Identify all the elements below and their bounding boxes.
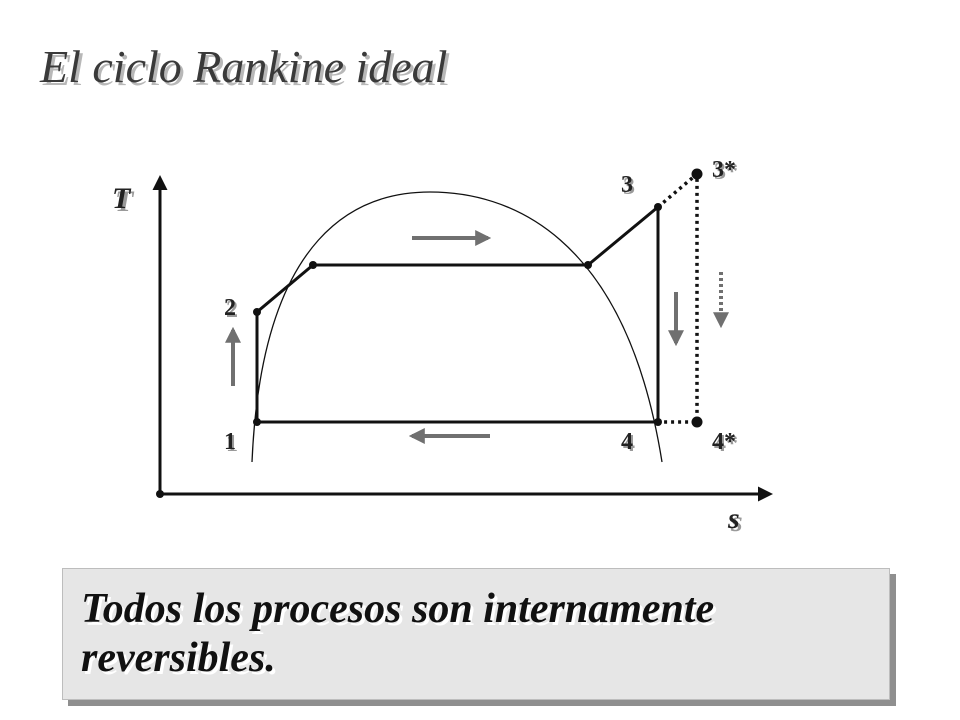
alt-cycle-path [656,170,699,424]
saturation-dome [251,191,663,463]
state-label-1-shadow: 1 [226,431,238,457]
state-label-1: 1 [224,429,236,455]
state-label-2-shadow: 2 [226,297,238,323]
state-label-3: 3 [621,172,633,198]
state-label-3-shadow: 3 [623,174,635,200]
state-label-3star-shadow: 3* [714,159,738,185]
state-label-4star: 4* [712,429,736,455]
x-axis-label-shadow: s [730,505,743,538]
state-point-4 [654,418,662,426]
state-label-4: 4 [621,429,633,455]
state-point-2b [584,261,592,269]
state-point-2 [253,308,261,316]
x-axis-label: s [727,502,740,535]
origin-point [156,490,164,498]
state-point-2a [309,261,317,269]
slide-title: El ciclo Rankine ideal [40,41,448,92]
state-point-3 [654,203,662,211]
state-label-4-shadow: 4 [623,431,635,457]
state-label-2: 2 [224,295,236,321]
note-box: Todos los procesos son internamente reve… [62,568,890,700]
state-point-4star [691,416,703,428]
state-label-4star-shadow: 4* [714,431,738,457]
state-point-3star [691,168,703,180]
state-label-3star: 3* [712,157,736,183]
y-axis-label: T [112,182,132,215]
note-text: Todos los procesos son internamente reve… [81,586,715,681]
y-axis-label-shadow: T [115,185,135,218]
state-point-1 [253,418,261,426]
